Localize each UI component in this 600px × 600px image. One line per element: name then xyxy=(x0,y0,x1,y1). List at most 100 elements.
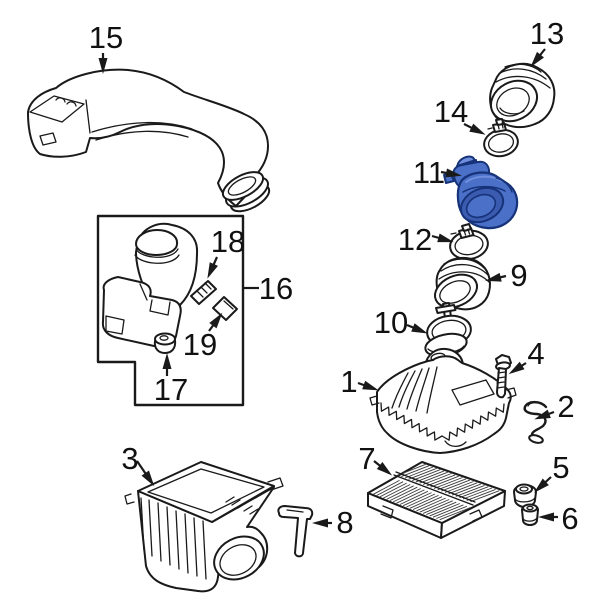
part-17-grommet[interactable] xyxy=(153,332,177,354)
filter-pleat-line xyxy=(389,486,418,502)
arrowhead xyxy=(530,51,545,68)
callout-15[interactable]: 15 xyxy=(89,20,123,74)
part-1-label[interactable]: 1 xyxy=(340,364,357,399)
callout-9[interactable]: 9 xyxy=(485,258,528,293)
filter-pleat-line xyxy=(441,479,471,492)
filter-pleat-line xyxy=(439,507,471,521)
filter-pleat-line xyxy=(379,482,407,498)
filter-pleat-line xyxy=(393,488,421,503)
part-7-air-filter[interactable] xyxy=(367,461,506,539)
part-2-clip[interactable] xyxy=(523,400,548,444)
part-6-label[interactable]: 6 xyxy=(561,501,578,536)
part-13-air-hose[interactable] xyxy=(484,62,556,129)
filter-pleat-line xyxy=(430,475,459,488)
part-19-retainer[interactable] xyxy=(212,296,238,321)
callout-7[interactable]: 7 xyxy=(358,441,393,476)
callout-16[interactable]: 16 xyxy=(244,271,293,306)
part-18-label[interactable]: 18 xyxy=(211,224,245,259)
part-15-air-intake-duct[interactable] xyxy=(27,68,273,217)
filter-pleat-line xyxy=(416,497,446,512)
part-7-label[interactable]: 7 xyxy=(358,441,375,476)
filter-pleat-line xyxy=(444,481,474,493)
callout-13[interactable]: 13 xyxy=(530,16,564,68)
arrowhead xyxy=(362,380,379,391)
filter-pleat-line xyxy=(403,492,432,507)
part-12-hose-clamp[interactable] xyxy=(448,223,490,262)
part-2-label[interactable]: 2 xyxy=(557,389,574,424)
part-16-resonator-box[interactable] xyxy=(96,214,245,407)
filter-pleat-line xyxy=(396,489,425,504)
part-15-label[interactable]: 15 xyxy=(89,20,123,55)
callout-12[interactable]: 12 xyxy=(398,222,454,257)
part-16-label[interactable]: 16 xyxy=(259,271,293,306)
arrowhead xyxy=(437,233,454,243)
arrowhead xyxy=(469,123,486,135)
part-5-grommet[interactable] xyxy=(513,483,537,508)
filter-pleat-line xyxy=(437,478,467,491)
arrowhead xyxy=(98,58,108,74)
filter-pleat-line xyxy=(426,474,456,487)
part-12-label[interactable]: 12 xyxy=(398,222,432,257)
filter-pleat-line xyxy=(401,465,430,478)
part-4-label[interactable]: 4 xyxy=(527,336,544,371)
arrowhead xyxy=(312,518,328,528)
part-13-label[interactable]: 13 xyxy=(530,16,564,51)
callout-3[interactable]: 3 xyxy=(121,441,155,487)
filter-pleat-line xyxy=(376,481,404,496)
callout-11[interactable]: 11 xyxy=(413,155,462,190)
filter-pleat-line xyxy=(419,499,450,513)
part-17-label[interactable]: 17 xyxy=(154,372,188,407)
filter-pleat-line xyxy=(406,493,436,508)
filter-pleat-line xyxy=(429,503,460,517)
callout-19[interactable]: 19 xyxy=(183,312,223,362)
part-8-label[interactable]: 8 xyxy=(336,505,353,540)
callout-1[interactable]: 1 xyxy=(340,364,379,399)
part-19-label[interactable]: 19 xyxy=(183,327,217,362)
part-5-label[interactable]: 5 xyxy=(552,450,569,485)
part-1-air-cleaner-cover[interactable] xyxy=(369,330,517,454)
filter-pleat-line xyxy=(409,494,439,509)
arrowhead xyxy=(445,168,462,178)
callout-4[interactable]: 4 xyxy=(508,336,545,375)
callout-8[interactable]: 8 xyxy=(312,505,354,540)
part-10-label[interactable]: 10 xyxy=(374,305,408,340)
filter-pleat-line xyxy=(455,484,485,497)
part-14-hose-clamp[interactable] xyxy=(482,118,521,159)
part-9-label[interactable]: 9 xyxy=(510,258,527,293)
filter-pleat-line xyxy=(436,505,468,519)
callout-10[interactable]: 10 xyxy=(374,305,428,340)
arrowhead xyxy=(534,478,549,493)
part-3-label[interactable]: 3 xyxy=(121,441,138,476)
filter-pleat-line xyxy=(399,490,429,505)
arrowhead xyxy=(534,409,551,420)
part-9-air-intake-hose[interactable] xyxy=(430,256,491,314)
callout-6[interactable]: 6 xyxy=(538,501,579,536)
part-11-highlighted-air-flow-tube[interactable] xyxy=(443,154,519,230)
arrowhead xyxy=(411,323,428,334)
part-11-label[interactable]: 11 xyxy=(413,155,445,190)
filter-pleat-line xyxy=(459,486,489,499)
arrowhead xyxy=(485,272,502,282)
part-18-insert[interactable] xyxy=(190,280,217,305)
part-3-air-cleaner-housing[interactable] xyxy=(124,461,284,593)
filter-pleat-line xyxy=(466,488,496,501)
callout-14[interactable]: 14 xyxy=(434,94,486,135)
callout-18[interactable]: 18 xyxy=(207,224,245,279)
arrowhead xyxy=(209,312,223,329)
filter-pleat-line xyxy=(452,483,482,496)
part-6-spacer[interactable] xyxy=(521,503,539,526)
filter-pleat-line xyxy=(419,471,448,484)
callout-2[interactable]: 2 xyxy=(534,389,575,424)
arrowhead xyxy=(141,470,155,487)
filter-pleat-line xyxy=(433,477,463,489)
callout-17[interactable]: 17 xyxy=(154,353,188,407)
arrowhead xyxy=(538,512,554,522)
filter-pleat-line xyxy=(404,466,434,479)
part-14-label[interactable]: 14 xyxy=(434,94,468,129)
callout-5[interactable]: 5 xyxy=(534,450,570,493)
arrowhead xyxy=(508,361,525,375)
part-8-bracket[interactable] xyxy=(277,505,314,558)
part-4-bolt[interactable] xyxy=(495,354,512,399)
filter-pleat-line xyxy=(383,484,411,499)
